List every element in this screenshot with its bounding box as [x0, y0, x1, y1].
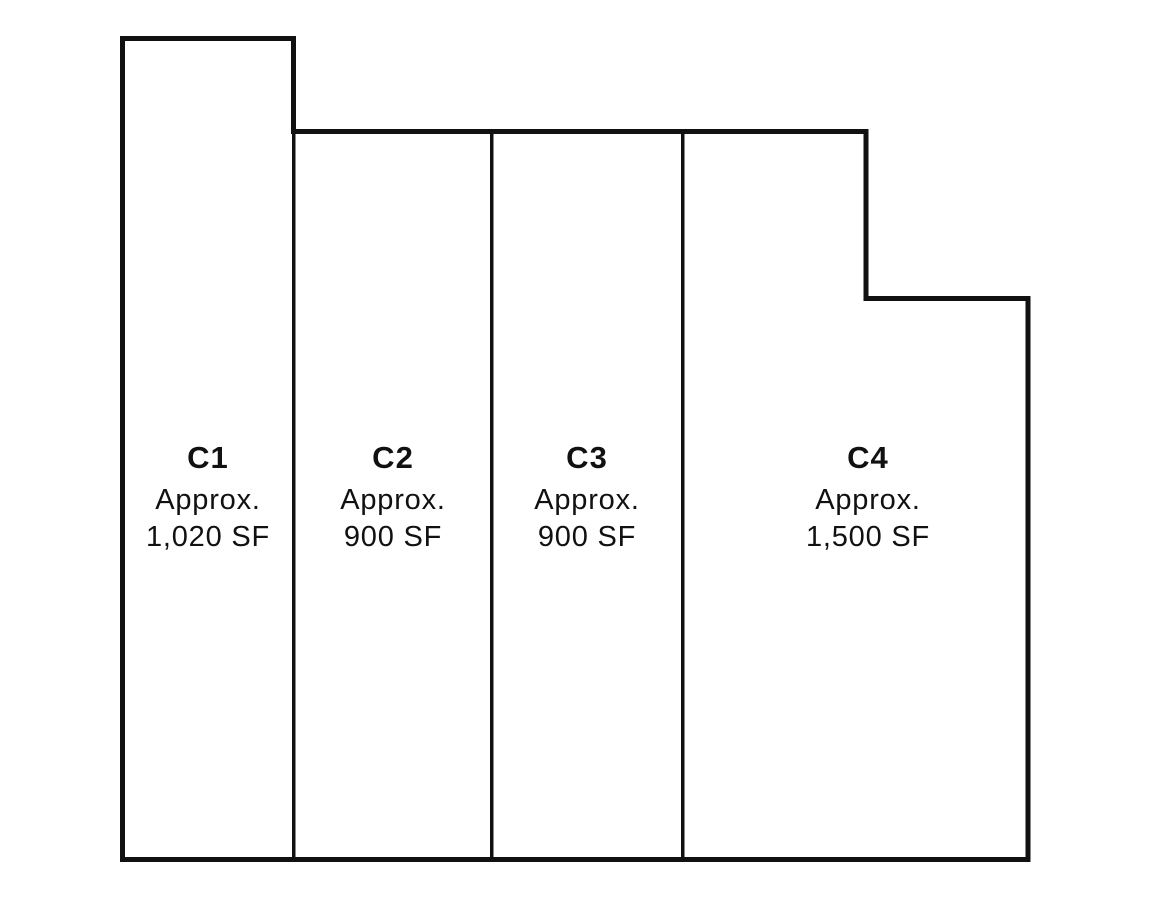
unit-c4-label: C4 Approx. 1,500 SF	[806, 441, 930, 556]
unit-approx: Approx.	[155, 484, 261, 516]
unit-area: 1,020 SF	[145, 521, 271, 553]
unit-c1-label: C1 Approx. 1,020 SF	[146, 441, 270, 556]
unit-area: 900 SF	[537, 521, 637, 553]
unit-area: 900 SF	[343, 521, 443, 553]
unit-id: C4	[847, 440, 889, 475]
unit-approx: Approx.	[534, 484, 640, 516]
unit-c3-label: C3 Approx. 900 SF	[534, 441, 640, 556]
unit-id: C3	[566, 440, 608, 475]
unit-approx: Approx.	[340, 484, 446, 516]
unit-id: C2	[372, 440, 414, 475]
unit-area: 1,500 SF	[805, 521, 931, 553]
unit-c2-label: C2 Approx. 900 SF	[340, 441, 446, 556]
unit-approx: Approx.	[815, 484, 921, 516]
unit-id: C1	[187, 440, 229, 475]
